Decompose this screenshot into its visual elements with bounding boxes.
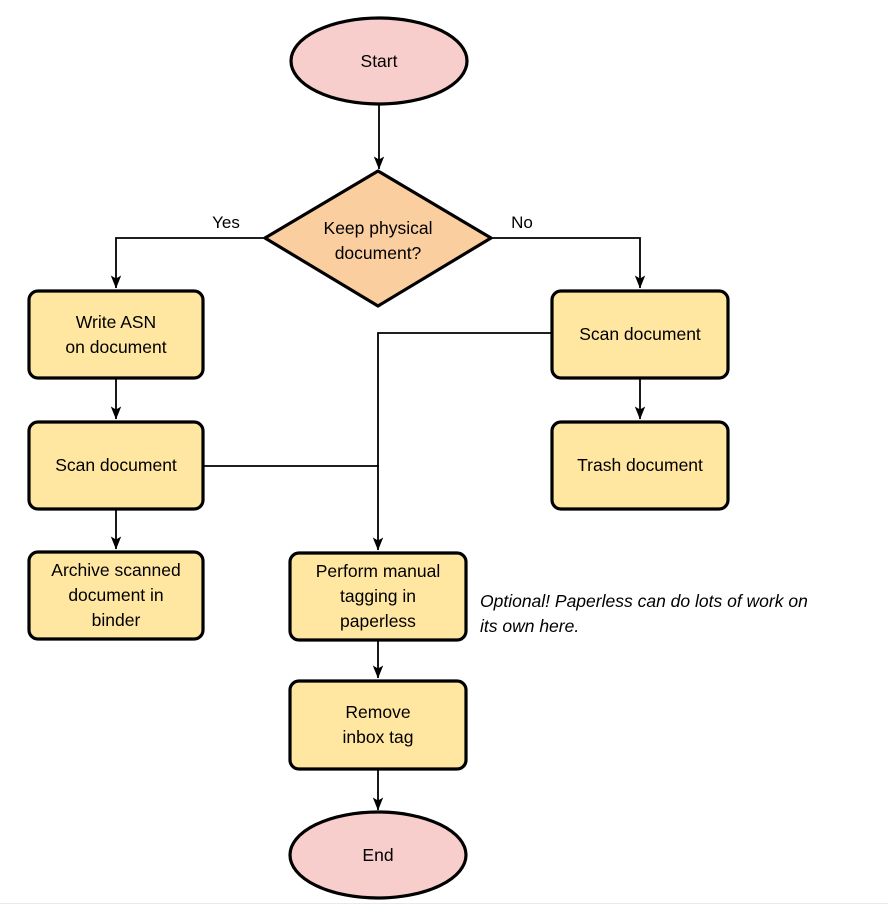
write-asn-node-shape bbox=[27, 289, 205, 380]
scan-left-node-shape bbox=[27, 420, 205, 511]
edge-decision-no-to-scan-right bbox=[491, 237, 646, 289]
trash-node-shape bbox=[550, 420, 730, 511]
bottom-rule bbox=[0, 903, 888, 904]
scan-right-node-shape bbox=[550, 289, 730, 380]
edge-scan-right-to-tagging bbox=[372, 332, 552, 551]
end-node-shape bbox=[288, 810, 468, 900]
archive-node-shape bbox=[27, 550, 205, 641]
start-node-shape bbox=[289, 16, 469, 106]
edge-decision-yes-to-write-asn bbox=[110, 237, 265, 289]
decision-node-shape bbox=[263, 169, 493, 308]
remove-inbox-node-shape bbox=[288, 679, 468, 771]
manual-tagging-node-shape bbox=[288, 551, 468, 642]
